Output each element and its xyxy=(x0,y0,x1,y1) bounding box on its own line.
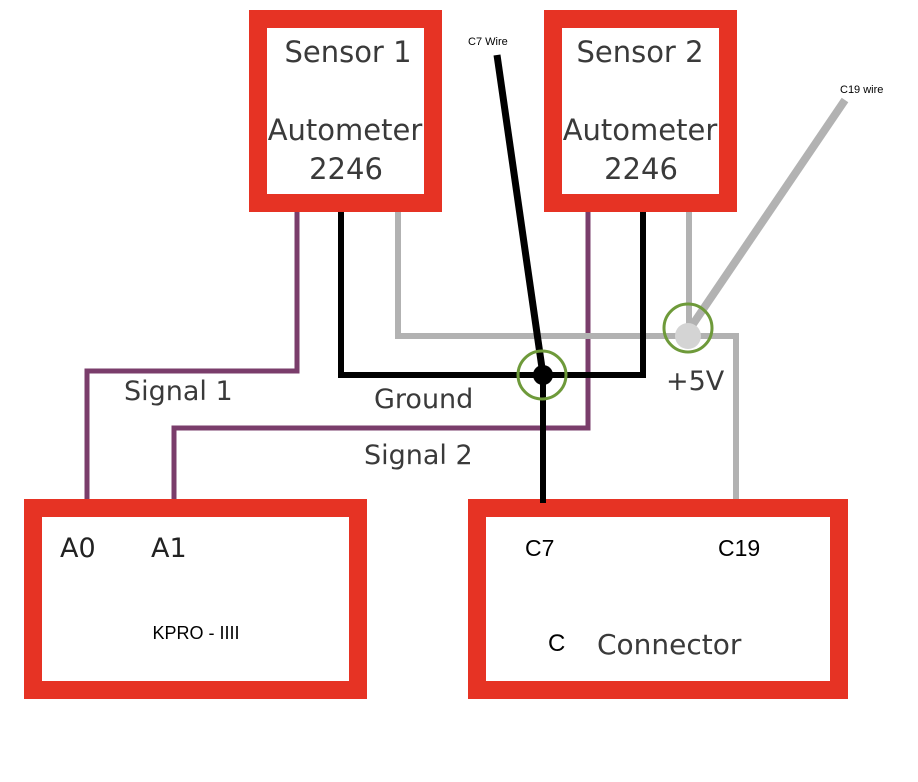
ground-junction-circle xyxy=(516,349,568,401)
sensor2-model-name: Autometer xyxy=(563,113,718,147)
sensor2-title: Sensor 2 xyxy=(576,35,703,69)
c7-wire xyxy=(493,54,547,376)
signal2-wire xyxy=(171,212,591,499)
power-junction-circle xyxy=(662,302,714,354)
kpro-name: KPRO - IIII xyxy=(152,623,239,643)
connector-box xyxy=(468,499,848,699)
connector-letter: C xyxy=(548,630,565,657)
kpro-box xyxy=(24,499,367,699)
signal1-wire xyxy=(84,212,300,499)
signal1-label: Signal 1 xyxy=(124,376,233,407)
ground-splice-dot xyxy=(533,365,553,385)
power-wire xyxy=(395,212,739,499)
sensor1-model-number: 2246 xyxy=(309,152,383,186)
ground-label: Ground xyxy=(374,384,473,415)
sensor1-model-name: Autometer xyxy=(268,113,423,147)
connector-pin-c7: C7 xyxy=(525,535,554,561)
sensor1-box xyxy=(249,10,442,212)
signal2-label: Signal 2 xyxy=(364,440,473,471)
sensor1-title: Sensor 1 xyxy=(284,35,411,69)
power-splice-dot xyxy=(675,323,701,349)
connector-name: Connector xyxy=(597,628,742,661)
ground-wire xyxy=(338,212,646,378)
connector-pin-c19: C19 xyxy=(718,535,760,561)
kpro-pin-a1: A1 xyxy=(151,533,187,564)
c19-wire xyxy=(685,97,849,333)
c19-wire-label: C19 wire xyxy=(840,84,883,96)
sensor2-box xyxy=(544,10,737,212)
plus5v-label: +5V xyxy=(666,366,725,397)
c7-wire-label: C7 Wire xyxy=(468,36,508,48)
sensor2-model-number: 2246 xyxy=(604,152,678,186)
kpro-pin-a0: A0 xyxy=(60,533,96,564)
